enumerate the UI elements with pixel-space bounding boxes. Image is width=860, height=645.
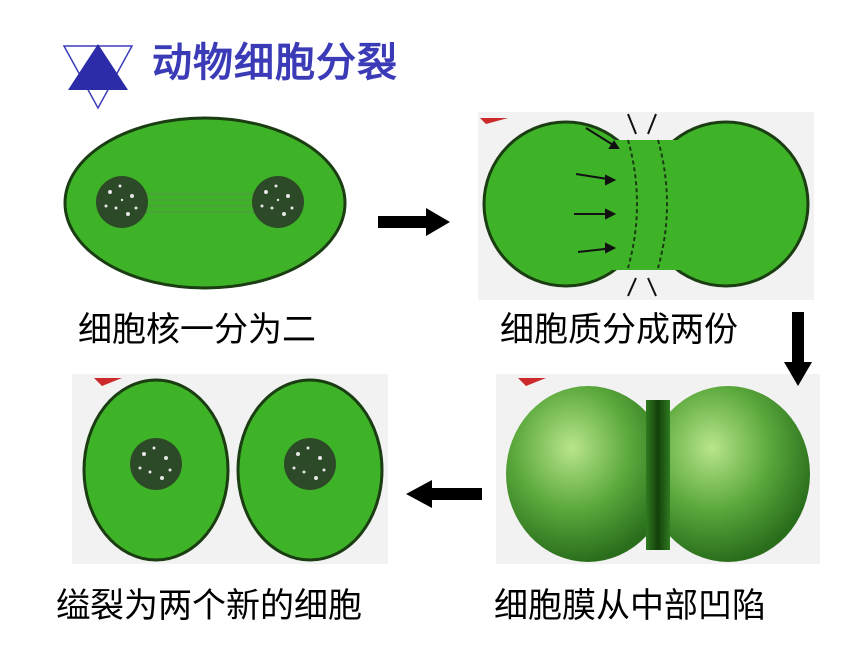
page-title: 动物细胞分裂 xyxy=(152,40,398,86)
step3-caption: 细胞膜从中部凹陷 xyxy=(494,586,766,626)
nucleus-left xyxy=(96,176,148,228)
arrow-down-icon xyxy=(784,312,812,386)
arrow-right-icon xyxy=(378,208,450,236)
step3-cell-image xyxy=(496,374,820,564)
nucleus-right xyxy=(252,176,304,228)
step2-cell-image xyxy=(478,112,814,300)
step1-cell-image xyxy=(63,116,347,290)
step4-caption: 缢裂为两个新的细胞 xyxy=(56,586,362,626)
nucleus-right xyxy=(284,438,336,490)
step4-cell-image xyxy=(72,374,388,564)
arrow-left-icon xyxy=(406,480,482,508)
triangle-logo-icon xyxy=(62,44,134,110)
nucleus-left xyxy=(130,438,182,490)
step1-caption: 细胞核一分为二 xyxy=(78,310,316,350)
step2-caption: 细胞质分成两份 xyxy=(500,310,738,350)
furrow-arrows-icon xyxy=(574,113,657,297)
